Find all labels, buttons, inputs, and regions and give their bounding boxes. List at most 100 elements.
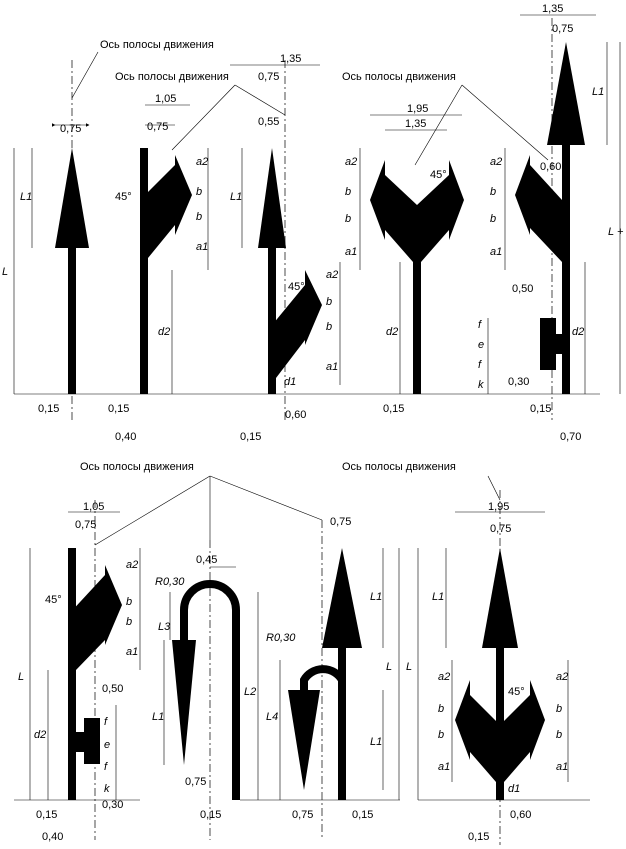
dim-label: e <box>104 739 110 751</box>
dim-label: b <box>326 296 332 308</box>
dim-label: L1 <box>370 591 382 603</box>
dim-label: 0,75 <box>258 71 279 83</box>
dim-label: d2 <box>386 326 398 338</box>
figure-left-right-arrow: 1,95 1,35 45° a2 b b a1 d2 0,15 <box>345 103 464 415</box>
dim-label: b <box>345 186 351 198</box>
lane-axis-label-2: Ось полосы движения <box>115 71 229 83</box>
dim-label: 1,05 <box>83 501 104 513</box>
dim-label: 0,15 <box>352 809 373 821</box>
dim-label: L + L1 <box>608 226 626 238</box>
dim-label: L1 <box>432 591 444 603</box>
figure-turn-right-arrow: 1,05 0,75 45° a2 b b a1 d2 0,15 0,40 <box>108 93 209 443</box>
angle-label: 45° <box>430 169 447 181</box>
dim-l1-label: L1 <box>20 191 32 203</box>
side-block-neck <box>76 732 84 752</box>
dim-label: 0,45 <box>196 554 217 566</box>
dim-label: 1,35 <box>542 3 563 15</box>
dim-label: 1,05 <box>155 93 176 105</box>
angle-label: 45° <box>115 191 132 203</box>
dim-label: d2 <box>34 729 46 741</box>
dim-label: 0,15 <box>36 809 57 821</box>
dim-label: a1 <box>490 246 502 258</box>
figure-straight-right-arrow: 1,35 0,75 0,55 L1 45° a2 b b a1 d1 0,60 … <box>230 53 341 443</box>
dim-label: b <box>490 186 496 198</box>
dim-label: L1 <box>592 86 604 98</box>
dim-label: L2 <box>244 686 256 698</box>
dim-label: 0,30 <box>102 799 123 811</box>
dim-label: f <box>478 359 482 371</box>
dim-label: b <box>326 321 332 333</box>
arrow-head-straight <box>482 548 518 648</box>
dim-width-label: 0,75 <box>60 123 81 135</box>
axis-callouts-top: Ось полосы движения Ось полосы движения … <box>71 39 549 166</box>
dim-label: a2 <box>556 671 568 683</box>
dim-label: b <box>438 729 444 741</box>
u-turn-loop <box>300 665 346 700</box>
dim-label: b <box>556 703 562 715</box>
arrow-head-double <box>455 680 545 782</box>
arrow-shaft <box>68 548 76 800</box>
arrow-head <box>172 640 196 765</box>
dim-label: k <box>104 783 110 795</box>
arrow-head <box>140 155 192 258</box>
dim-label: 0,75 <box>185 776 206 788</box>
dim-label: 0,15 <box>468 831 489 843</box>
dim-label: b <box>126 616 132 628</box>
dim-label: 0,75 <box>75 519 96 531</box>
dim-label: f <box>104 716 108 728</box>
axis-callouts-bottom: Ось полосы движения Ось полосы движения <box>80 461 501 546</box>
dim-label: a1 <box>556 761 568 773</box>
dim-label: 0,40 <box>42 831 63 843</box>
figure-straight-left-arrow: 1,35 0,75 L1 L + L1 0,60 a2 b b a1 0,50 … <box>478 3 626 443</box>
dim-label: f <box>104 761 108 773</box>
dim-label: L1 <box>370 736 382 748</box>
dim-label: 0,30 <box>508 376 529 388</box>
dim-label: a2 <box>490 156 502 168</box>
dim-label: 1,35 <box>280 53 301 65</box>
dim-label: 0,75 <box>147 121 168 133</box>
dim-label: a1 <box>126 646 138 658</box>
dim-label: 0,50 <box>102 683 123 695</box>
dim-label: 0,75 <box>292 809 313 821</box>
dim-label: b <box>196 186 202 198</box>
dim-label: f <box>478 319 482 331</box>
arrow-shaft <box>68 248 76 394</box>
dim-label: 0,55 <box>258 116 279 128</box>
dim-label: L <box>386 661 392 673</box>
dim-label: L1 <box>152 711 164 723</box>
dim-label: a2 <box>345 156 357 168</box>
dim-label: d2 <box>572 326 584 338</box>
side-block <box>540 318 556 370</box>
u-turn-loop <box>180 580 240 800</box>
dim-label: b <box>490 213 496 225</box>
dim-label: 0,50 <box>512 283 533 295</box>
arrow-shaft <box>268 248 276 394</box>
figure-turn-right-with-block: 1,05 0,75 45° a2 b b a1 L d2 0,50 f e f … <box>14 500 141 843</box>
dim-label: 0,40 <box>115 431 136 443</box>
arrow-head-uturn <box>288 690 320 790</box>
dim-label: b <box>126 596 132 608</box>
dim-label: 0,15 <box>530 403 551 415</box>
dim-label: a2 <box>438 671 450 683</box>
dim-label: b <box>345 213 351 225</box>
dim-label: a2 <box>126 559 138 571</box>
arrow-head-straight <box>547 42 585 145</box>
dim-label: k <box>478 379 484 391</box>
dim-label: 0,15 <box>200 809 221 821</box>
angle-label: 45° <box>508 686 525 698</box>
arrow-shaft <box>338 648 346 800</box>
arrow-head <box>68 565 122 670</box>
dim-label: R0,30 <box>266 632 296 644</box>
arrow-head-double <box>370 160 464 262</box>
arrow-shaft <box>413 228 421 394</box>
dim-label: a2 <box>196 156 208 168</box>
dim-label: e <box>478 339 484 351</box>
dim-label: 0,60 <box>540 161 561 173</box>
lane-axis-label-5: Ось полосы движения <box>342 461 456 473</box>
dim-label: 1,35 <box>405 118 426 130</box>
dim-label: 0,15 <box>240 431 261 443</box>
dim-label: a1 <box>345 246 357 258</box>
arrow-shaft <box>496 648 504 800</box>
dim-label: L1 <box>230 191 242 203</box>
